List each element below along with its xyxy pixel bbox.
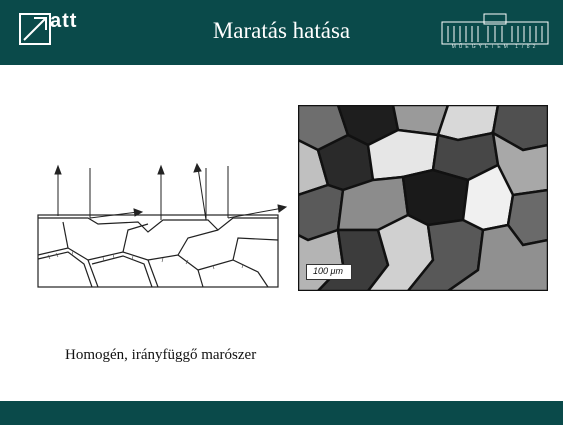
etching-reflection-diagram [28, 160, 288, 290]
slide-header: att Maratás hatása MŰEGYETEM 1782 [0, 0, 563, 65]
crest-text: MŰEGYETEM 1782 [440, 44, 550, 50]
caption-text: Homogén, irányfüggő marószer [65, 347, 256, 364]
slide-footer [0, 401, 563, 425]
scale-bar-label: 100 μm [306, 264, 350, 278]
